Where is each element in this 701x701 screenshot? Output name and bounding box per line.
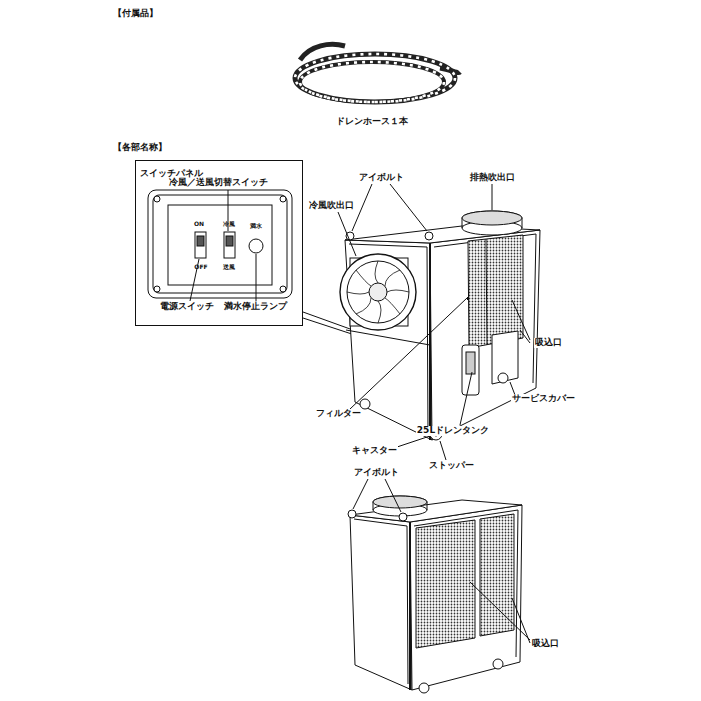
part-label: ストッパー (428, 461, 475, 471)
part-label: アイボルト (358, 173, 405, 183)
part-label: 排熱吹出口 (469, 173, 516, 183)
part-label: 冷風 (222, 221, 236, 228)
part-label: フィルター (315, 409, 362, 419)
part-label: 冷風吹出口 (308, 201, 355, 211)
part-label: 冷風／送風切替スイッチ (168, 178, 269, 188)
part-label: サービスカバー (511, 394, 576, 404)
part-label: アイボルト (353, 468, 400, 478)
part-label: キャスター (351, 446, 398, 456)
part-label: 満水 (249, 223, 263, 230)
part-label: OFF (193, 264, 208, 271)
part-label: 吸込口 (534, 338, 563, 348)
part-label: 送風 (222, 264, 236, 271)
part-label: 【付属品】 (112, 9, 159, 19)
cooler-front-view (340, 211, 540, 440)
part-label: ドレンホース１本 (335, 117, 409, 127)
part-label: ON (193, 221, 205, 228)
part-label: 【各部名称】 (112, 143, 168, 153)
part-label: 満水停止ランプ (223, 302, 288, 312)
part-label: 電源スイッチ (159, 302, 215, 312)
part-label: 25Lドレンタンク (416, 426, 490, 436)
part-label: 吸込口 (531, 639, 560, 649)
cooler-rear-view (348, 496, 522, 693)
drain-hose (295, 44, 460, 102)
switch-plate (148, 190, 292, 301)
